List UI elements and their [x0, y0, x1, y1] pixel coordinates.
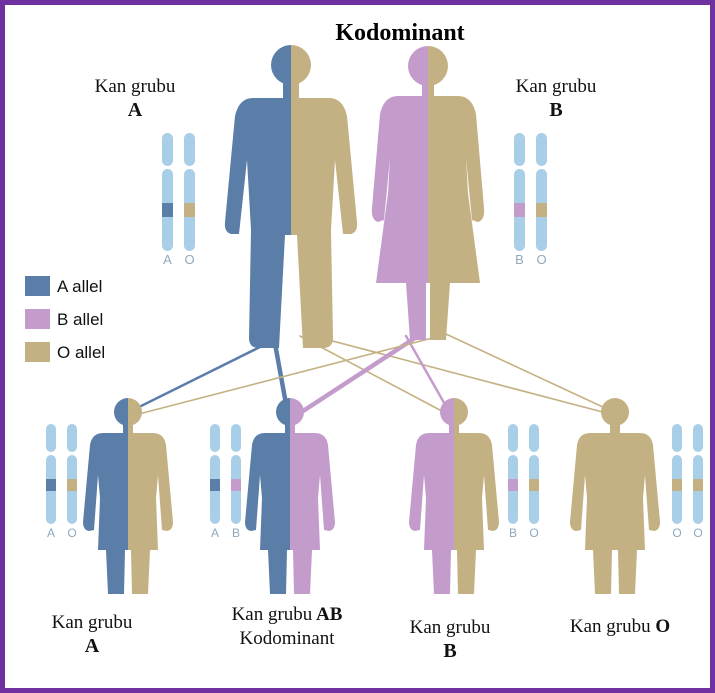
child-ab-label: Kan grubu AB Kodominant — [232, 604, 343, 649]
child-ab-figure — [245, 398, 335, 594]
chromosome-label: A — [47, 526, 55, 540]
blood-group-label: Kan grubu — [52, 612, 133, 633]
allele-band — [508, 479, 518, 491]
allele-band — [67, 479, 77, 491]
blood-group-label: Kan grubu AB — [232, 604, 343, 625]
allele-band — [162, 203, 173, 217]
blood-group-value: A — [128, 99, 143, 121]
chromosome-label: O — [67, 526, 76, 540]
allele-band — [529, 479, 539, 491]
allele-band — [536, 203, 547, 217]
chromosome-arm — [231, 424, 241, 452]
father-figure — [225, 45, 357, 348]
chromosome-arm — [529, 424, 539, 452]
codominant-label: Kodominant — [240, 628, 336, 649]
blood-group-label: Kan grubu — [516, 76, 597, 97]
child-b-figure — [409, 398, 499, 594]
blood-group-label: Kan grubu — [410, 617, 491, 638]
allele-band — [210, 479, 220, 491]
inheritance-line — [446, 334, 620, 415]
blood-group-value: B — [549, 99, 562, 121]
legend-swatch — [25, 276, 50, 296]
allele-band — [231, 479, 241, 491]
allele-band — [514, 203, 525, 217]
page-title: Kodominant — [335, 20, 464, 46]
legend-item-O: O allel — [25, 342, 105, 362]
allele-band — [693, 479, 703, 491]
blood-group-label: Kan grubu — [95, 76, 176, 97]
inheritance-line — [300, 336, 455, 418]
child-a-figure — [83, 398, 173, 594]
chromosome-label: O — [536, 252, 546, 267]
legend-swatch — [25, 342, 50, 362]
chromosome-label: B — [232, 526, 240, 540]
legend-label: A allel — [57, 277, 102, 296]
legend-swatch — [25, 309, 50, 329]
chromosome-label: O — [693, 526, 702, 540]
allele-band — [46, 479, 56, 491]
chromosome-arm — [508, 424, 518, 452]
allele-band — [184, 203, 195, 217]
inheritance-line — [123, 338, 278, 415]
chromosome-label: A — [163, 252, 172, 267]
chromosome-label: B — [515, 252, 524, 267]
chromosome-arm — [162, 133, 173, 166]
legend-item-A: A allel — [25, 276, 102, 296]
chromosome-label: O — [672, 526, 681, 540]
mother-figure — [372, 46, 484, 340]
legend-label: O allel — [57, 343, 105, 362]
chromosome-label: O — [184, 252, 194, 267]
blood-group-value: A — [85, 635, 100, 657]
chromosome-arm — [693, 424, 703, 452]
child-o-figure — [570, 398, 660, 594]
blood-group-label: Kan grubu O — [570, 616, 670, 637]
blood-group-value: AB — [312, 604, 342, 625]
chromosome-label: O — [529, 526, 538, 540]
chromosome-arm — [184, 133, 195, 166]
blood-group-value: B — [443, 640, 456, 662]
chromosome-arm — [46, 424, 56, 452]
chromosome-label: A — [211, 526, 219, 540]
chromosome-arm — [67, 424, 77, 452]
allele-band — [672, 479, 682, 491]
legend-item-B: B allel — [25, 309, 103, 329]
blood-group-value: O — [651, 616, 671, 637]
child-o-label: Kan grubu O — [570, 616, 670, 637]
chromosome-arm — [210, 424, 220, 452]
chromosome-arm — [536, 133, 547, 166]
chromosome-arm — [514, 133, 525, 166]
chromosome-arm — [672, 424, 682, 452]
chromosome-label: B — [509, 526, 517, 540]
legend-label: B allel — [57, 310, 103, 329]
